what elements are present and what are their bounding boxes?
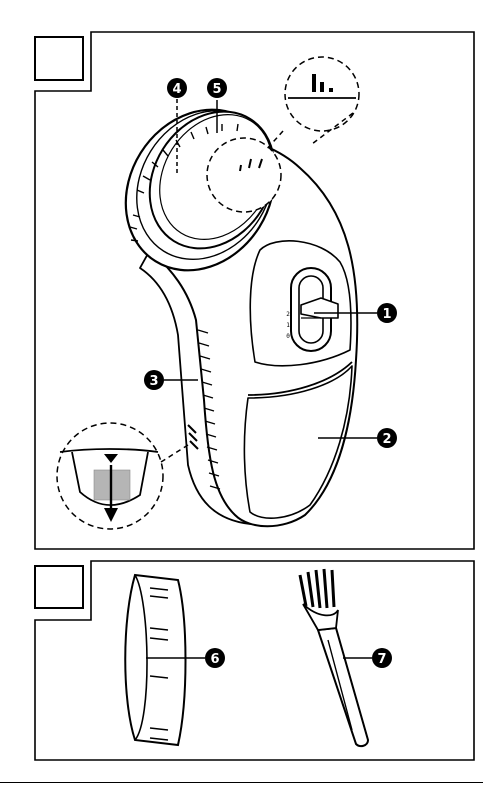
callout-2: 2 [377, 428, 397, 448]
svg-text:5: 5 [212, 82, 221, 97]
footer-rule [0, 782, 483, 783]
svg-text:6: 6 [210, 652, 219, 667]
callout-3: 3 [144, 370, 164, 390]
callout-5: 5 [207, 78, 227, 98]
figure-bottom-frame [35, 561, 474, 760]
figure-bottom: 6 7 [0, 560, 483, 770]
svg-text:2: 2 [382, 432, 391, 447]
switch-mark-0: 0 [286, 333, 290, 340]
switch-position-marks: 2 1 0 [286, 311, 290, 340]
container-release-detail [57, 423, 188, 529]
svg-text:3: 3 [149, 374, 158, 389]
svg-text:4: 4 [172, 82, 181, 97]
spacer-ring [125, 575, 185, 745]
switch-mark-1: 1 [286, 322, 290, 329]
callout-6: 6 [205, 648, 225, 668]
figure-top: 2 1 0 [0, 0, 483, 560]
svg-text:1: 1 [382, 307, 391, 322]
svg-text:7: 7 [377, 652, 386, 667]
callout-4: 4 [167, 78, 187, 98]
callout-1: 1 [377, 303, 397, 323]
figure-bottom-label-box [35, 566, 83, 608]
callout-7: 7 [372, 648, 392, 668]
switch-mark-2: 2 [286, 311, 290, 318]
figure-top-label-box [35, 37, 83, 80]
